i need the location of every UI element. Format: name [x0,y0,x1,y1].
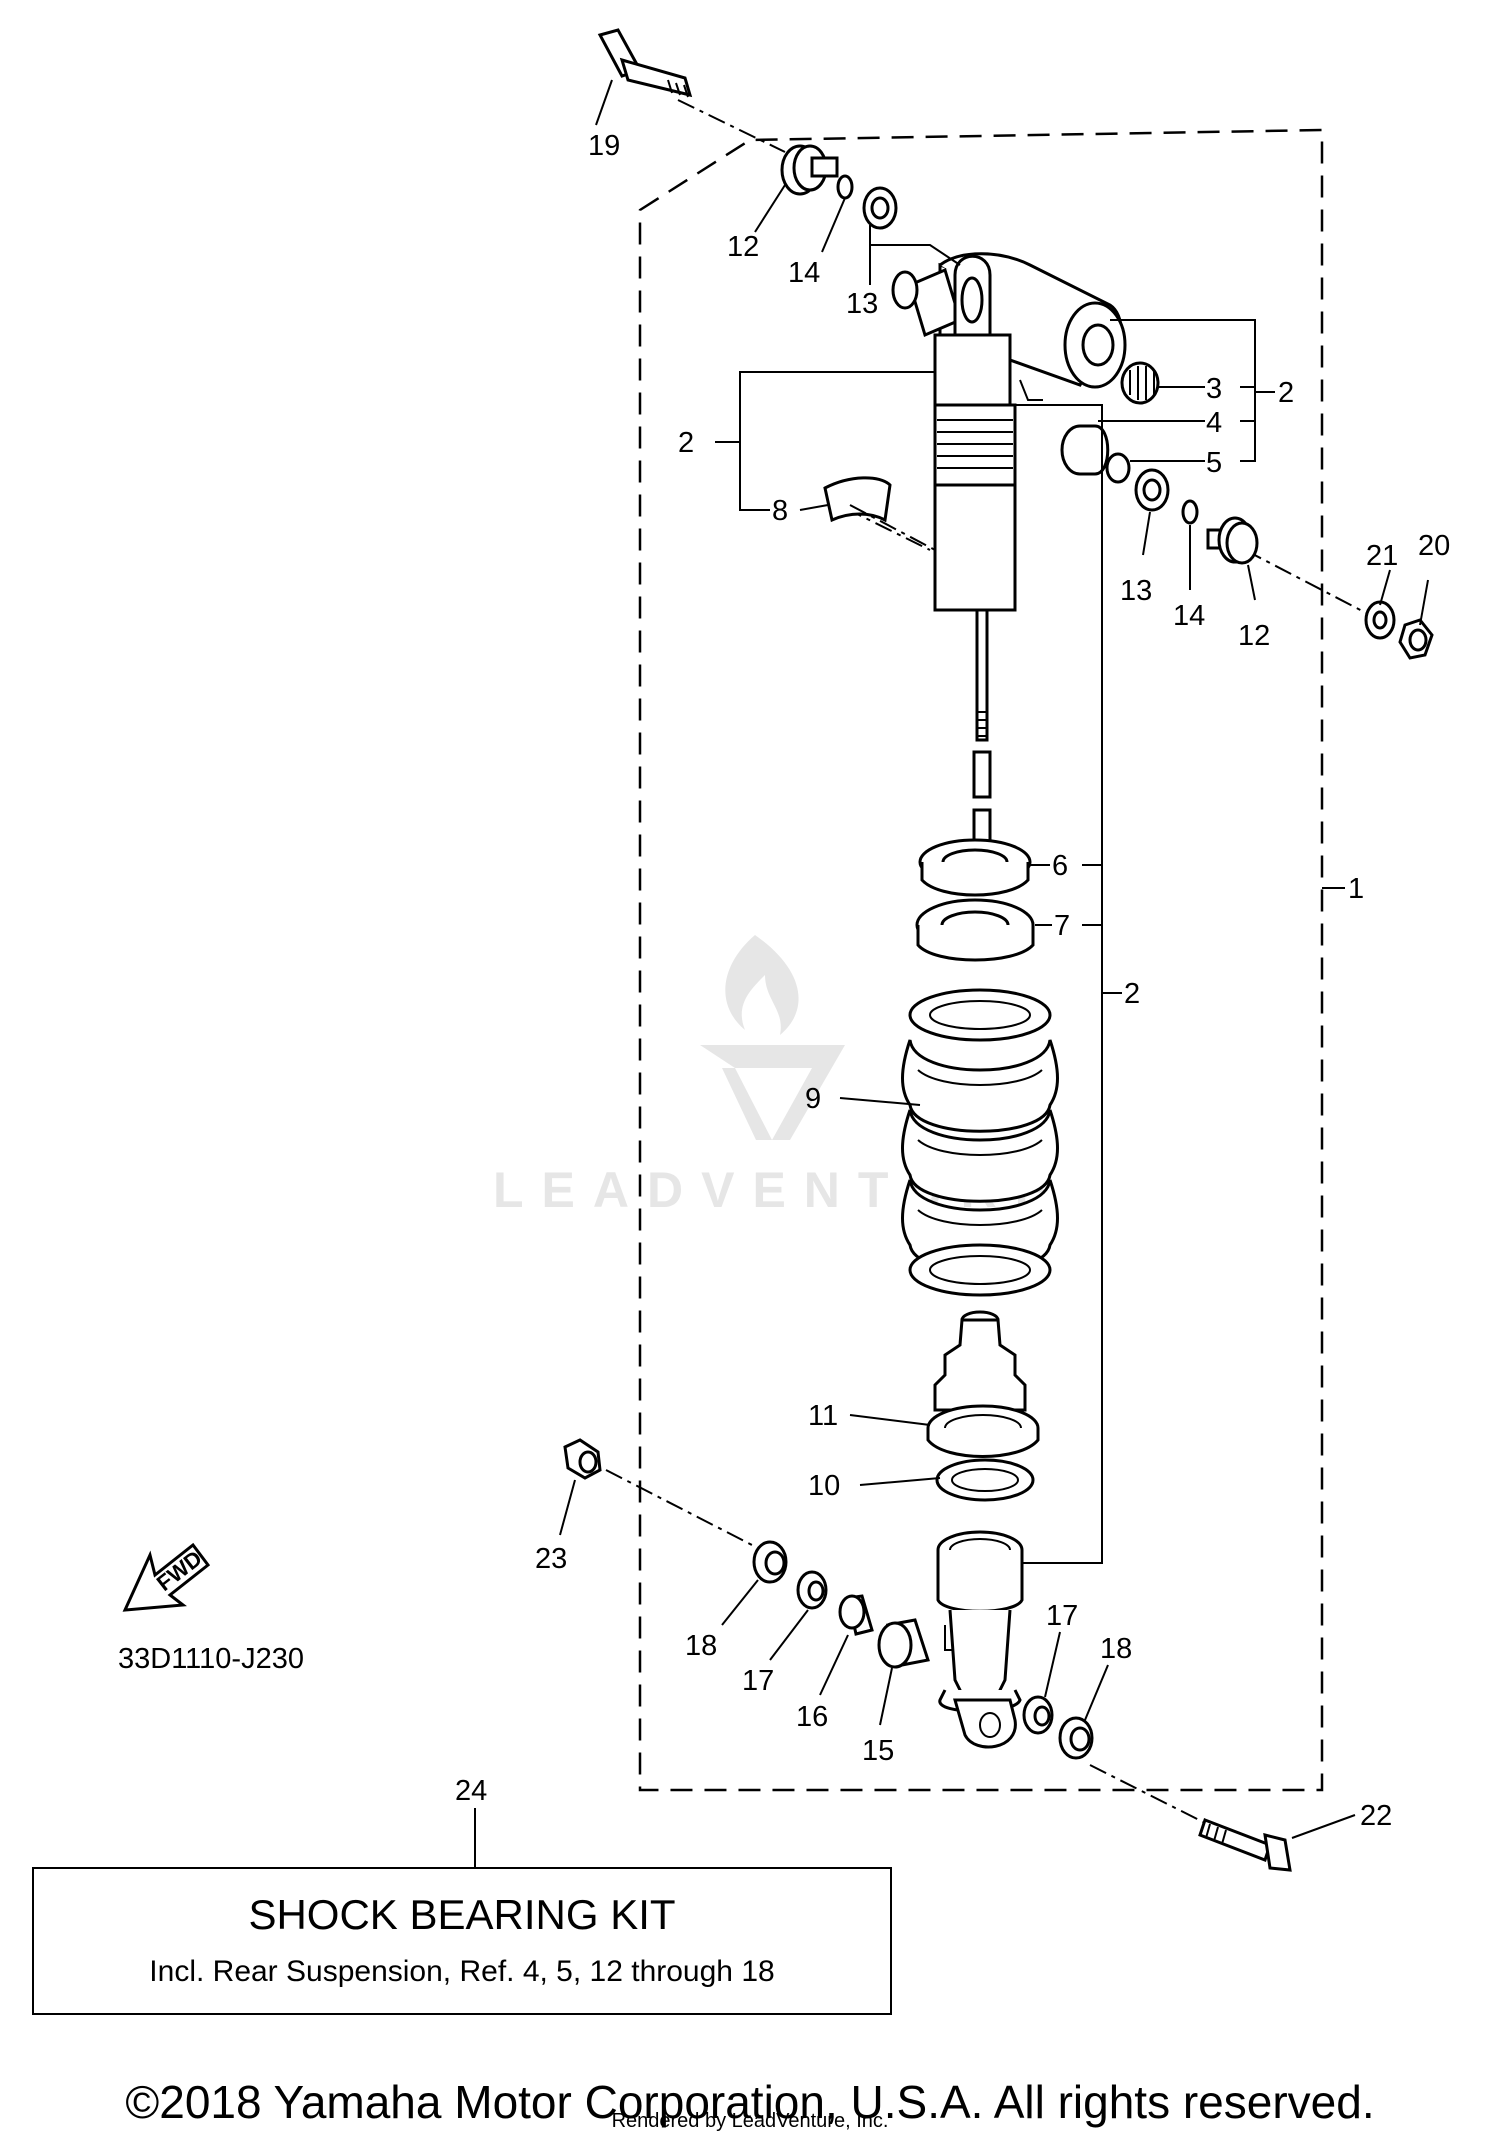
part-9-spring [901,988,1059,1297]
part-8-clip [823,476,936,551]
callout-4: 4 [1206,407,1222,439]
callout-6: 6 [1052,850,1068,882]
lower-nut-axis [605,1469,753,1546]
part-17-seal-left [796,1570,828,1610]
part-23-nut [563,1438,602,1480]
callout-17-left: 17 [742,1665,774,1697]
part-22-bolt [1198,1818,1292,1872]
kit-title: SHOCK BEARING KIT [248,1891,676,1938]
part-4-bushing [1060,424,1110,476]
part-17-seal-right [1022,1695,1054,1735]
copyright-notice: ©2018 Yamaha Motor Corporation, U.S.A. A… [125,2076,1375,2128]
rod-pin [972,750,992,799]
shock-upper-head [891,252,1127,389]
part-13-seal-right [1134,468,1170,512]
part-15-bearing [877,1618,930,1669]
callout-2-upper: 2 [1278,377,1294,409]
callout-18-left: 18 [685,1630,717,1662]
callout-2-left: 2 [678,427,694,459]
upper-bolt-axis [677,99,786,153]
callout-16: 16 [796,1701,828,1733]
part-12-collar-upper [780,144,839,196]
shock-lower-clevis [936,1530,1024,1749]
shock-body [933,333,1017,742]
part-10-guide [935,1458,1035,1502]
rendered-by-notice: Rendered by LeadVenture, Inc. [611,2110,889,2132]
lower-bolt-axis [1089,1764,1216,1829]
part-18-washer-right [1058,1716,1094,1760]
callout-21: 21 [1366,540,1398,572]
callout-15: 15 [862,1735,894,1767]
part-6-ring-nut [918,838,1032,897]
callout-12-right: 12 [1238,620,1270,652]
callout-3: 3 [1206,373,1222,405]
part-11-seat [926,1404,1040,1458]
callout-10: 10 [808,1470,840,1502]
callouts: 19 12 14 13 3 4 5 2 2 8 13 14 12 21 20 6… [455,130,1450,1832]
part-5-oil-seal [1105,452,1131,484]
callout-7: 7 [1054,910,1070,942]
part-14-oring-upper [836,174,854,200]
callout-18-right: 18 [1100,1633,1132,1665]
callout-5: 5 [1206,447,1222,479]
callout-24: 24 [455,1775,487,1807]
part-7-ring-nut [915,898,1035,962]
assembly-boundary [638,128,1324,1792]
callout-9: 9 [805,1083,821,1115]
part-20-nut [1398,618,1434,660]
callout-8: 8 [772,495,788,527]
callout-13-right: 13 [1120,575,1152,607]
shock-bearing-kit-box: SHOCK BEARING KIT Incl. Rear Suspension,… [32,1867,892,2015]
leader-lines [474,79,1429,1867]
fwd-arrow-icon: FWD [122,1542,211,1612]
part-12-collar-right [1206,516,1259,565]
watermark-logo [700,935,845,1140]
callout-13-upper: 13 [846,288,878,320]
part-13-seal-upper [862,186,898,230]
callout-2-right: 2 [1124,978,1140,1010]
callout-12-upper: 12 [727,231,759,263]
callout-17-right: 17 [1046,1600,1078,1632]
part-16-collar [838,1594,874,1636]
callout-14-right: 14 [1173,600,1205,632]
kit-description: Incl. Rear Suspension, Ref. 4, 5, 12 thr… [149,1955,775,1988]
drawing-code: 33D1110-J230 [118,1643,304,1675]
callout-1: 1 [1348,873,1364,905]
part-14-oring-right [1181,499,1199,525]
callout-11: 11 [808,1400,838,1432]
callout-22: 22 [1360,1800,1392,1832]
callout-14-upper: 14 [788,257,820,289]
callout-20: 20 [1418,530,1450,562]
part-18-washer-left [752,1540,788,1584]
part-21-washer [1364,600,1396,640]
callout-19: 19 [588,130,620,162]
part-19-bolt [597,28,693,98]
bump-stop [933,1310,1027,1412]
callout-23: 23 [535,1543,567,1575]
part-3-bearing [1120,361,1160,405]
upper-nut-axis [1244,549,1371,616]
